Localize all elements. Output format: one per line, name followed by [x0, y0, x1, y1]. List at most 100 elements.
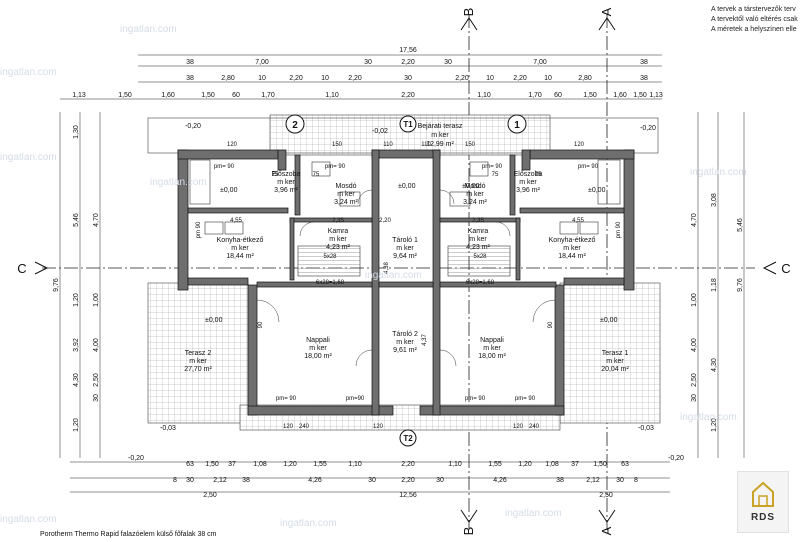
- dim-label: 30: [444, 59, 452, 66]
- opening-label: pm= 90: [515, 396, 536, 402]
- opening-label: 2,20: [379, 218, 391, 224]
- watermarks: ingatlan.com ingatlan.com ingatlan.com i…: [0, 24, 747, 529]
- dim-label: 1,10: [448, 461, 462, 468]
- dim-label: 30: [404, 75, 412, 82]
- dim-label: 1,50: [633, 92, 647, 99]
- dim-label: 7,00: [533, 59, 547, 66]
- dim-label: 2,20: [401, 59, 415, 66]
- room-kamra-right: Kamra m ker 4,23 m²: [466, 228, 490, 251]
- opening-label: 5x28: [323, 254, 337, 260]
- room-unit: m ker: [396, 339, 414, 346]
- dim-label: 2,50: [93, 373, 100, 387]
- section-a-top: A: [599, 7, 614, 16]
- room-unit: m ker: [431, 132, 449, 139]
- dim-label: 60: [554, 92, 562, 99]
- dim-label: 37: [571, 461, 579, 468]
- legend-text: Porotherm Thermo Rapid falazóelem külső …: [40, 531, 217, 538]
- opening-label: 120: [227, 142, 238, 148]
- dim-label: 1,60: [613, 92, 627, 99]
- dim-label: 1,20: [73, 293, 80, 307]
- dim-label: 5,46: [737, 218, 744, 232]
- room-area: 20,04 m²: [601, 366, 629, 373]
- dim-label: 1,50: [593, 461, 607, 468]
- dim-label: 38: [556, 477, 564, 484]
- room-unit: m ker: [396, 245, 414, 252]
- watermark-text: ingatlan.com: [0, 152, 57, 163]
- opening-label: 4,37: [422, 334, 428, 346]
- axis-marks: [285, 114, 527, 447]
- opening-label: 240: [529, 424, 540, 430]
- opening-label: 120: [574, 142, 585, 148]
- dim-label: 4,26: [308, 477, 322, 484]
- dim-label: 63: [621, 461, 629, 468]
- dim-label: 2,20: [513, 75, 527, 82]
- room-area: 18,44 m²: [226, 253, 254, 260]
- dim-label: 60: [232, 92, 240, 99]
- room-name: Terasz 2: [185, 350, 212, 357]
- room-unit: m ker: [466, 191, 484, 198]
- dim-label: 10: [544, 75, 552, 82]
- room-area: 4,23 m²: [466, 244, 490, 251]
- house-logo-icon: [752, 481, 774, 507]
- opening-label: 5x28: [473, 254, 487, 260]
- opening-label: 4,55: [230, 218, 242, 224]
- axis-2: 2: [292, 120, 298, 131]
- dim-label: 4,70: [691, 213, 698, 227]
- room-terasz1: Terasz 1 m ker 20,04 m²: [601, 350, 629, 373]
- level-label: ±0,00: [588, 187, 606, 194]
- opening-label: pm= 90: [325, 164, 346, 170]
- dim-label: 30: [691, 394, 698, 402]
- opening-label: 120: [373, 424, 384, 430]
- room-nappali-right: Nappali m ker 18,00 m²: [478, 337, 506, 360]
- level-marks: -0,20 -0,20 -0,02 -0,20 -0,20 ±0,00 ±0,0…: [128, 123, 684, 462]
- dim-label: 2,20: [455, 75, 469, 82]
- dim-label: 2,12: [586, 477, 600, 484]
- dim-label: 8: [173, 477, 177, 484]
- axis-t1: T1: [403, 120, 413, 129]
- opening-label: 110: [421, 142, 431, 148]
- room-unit: m ker: [337, 191, 355, 198]
- dim-label: 30: [616, 477, 624, 484]
- dim-label: 63: [186, 461, 194, 468]
- dim-label: 1,13: [72, 92, 86, 99]
- dim-label: 10: [486, 75, 494, 82]
- level-label: -0,20: [640, 125, 656, 132]
- opening-label: pm= 90: [482, 164, 503, 170]
- dim-label: 1,13: [649, 92, 663, 99]
- room-mosdo-right: Mosdó m ker 3,24 m²: [463, 183, 487, 206]
- dim-label: 2,20: [348, 75, 362, 82]
- dimension-lines: [59, 54, 745, 493]
- room-area: 27,70 m²: [184, 366, 212, 373]
- room-name: Tároló 1: [392, 237, 418, 244]
- stairs: [297, 245, 511, 277]
- opening-label: 6x28=1,68: [316, 280, 345, 286]
- opening-label: 75: [492, 172, 499, 178]
- dim-label: 1,50: [583, 92, 597, 99]
- dim-label: 1,20: [283, 461, 297, 468]
- opening-label: 120: [513, 424, 524, 430]
- room-name: Kamra: [468, 228, 489, 235]
- axis-t2: T2: [403, 434, 413, 443]
- opening-label: 75: [313, 172, 320, 178]
- dim-label: 38: [186, 75, 194, 82]
- dim-label: 1,50: [118, 92, 132, 99]
- watermark-text: ingatlan.com: [0, 514, 57, 525]
- room-nappali-left: Nappali m ker 18,00 m²: [304, 337, 332, 360]
- section-lines: [42, 14, 755, 530]
- room-area: 18,00 m²: [478, 353, 506, 360]
- dim-label: 1,20: [518, 461, 532, 468]
- dim-label: 3,08: [711, 193, 718, 207]
- room-terasz2: Terasz 2 m ker 27,70 m²: [184, 350, 212, 373]
- walls: [177, 149, 635, 416]
- room-name: Terasz 1: [602, 350, 629, 357]
- room-area: 9,61 m²: [393, 347, 417, 354]
- logo-text: RDS: [750, 512, 776, 523]
- level-label: -0,03: [160, 425, 176, 432]
- dim-label: 5,46: [73, 213, 80, 227]
- opening-label: pm 90: [196, 221, 202, 238]
- room-name: Mosdó: [335, 183, 356, 190]
- level-label: -0,20: [668, 455, 684, 462]
- room-unit: m ker: [606, 358, 624, 365]
- dim-label: 9,76: [737, 278, 744, 292]
- opening-label: pm= 90: [578, 164, 599, 170]
